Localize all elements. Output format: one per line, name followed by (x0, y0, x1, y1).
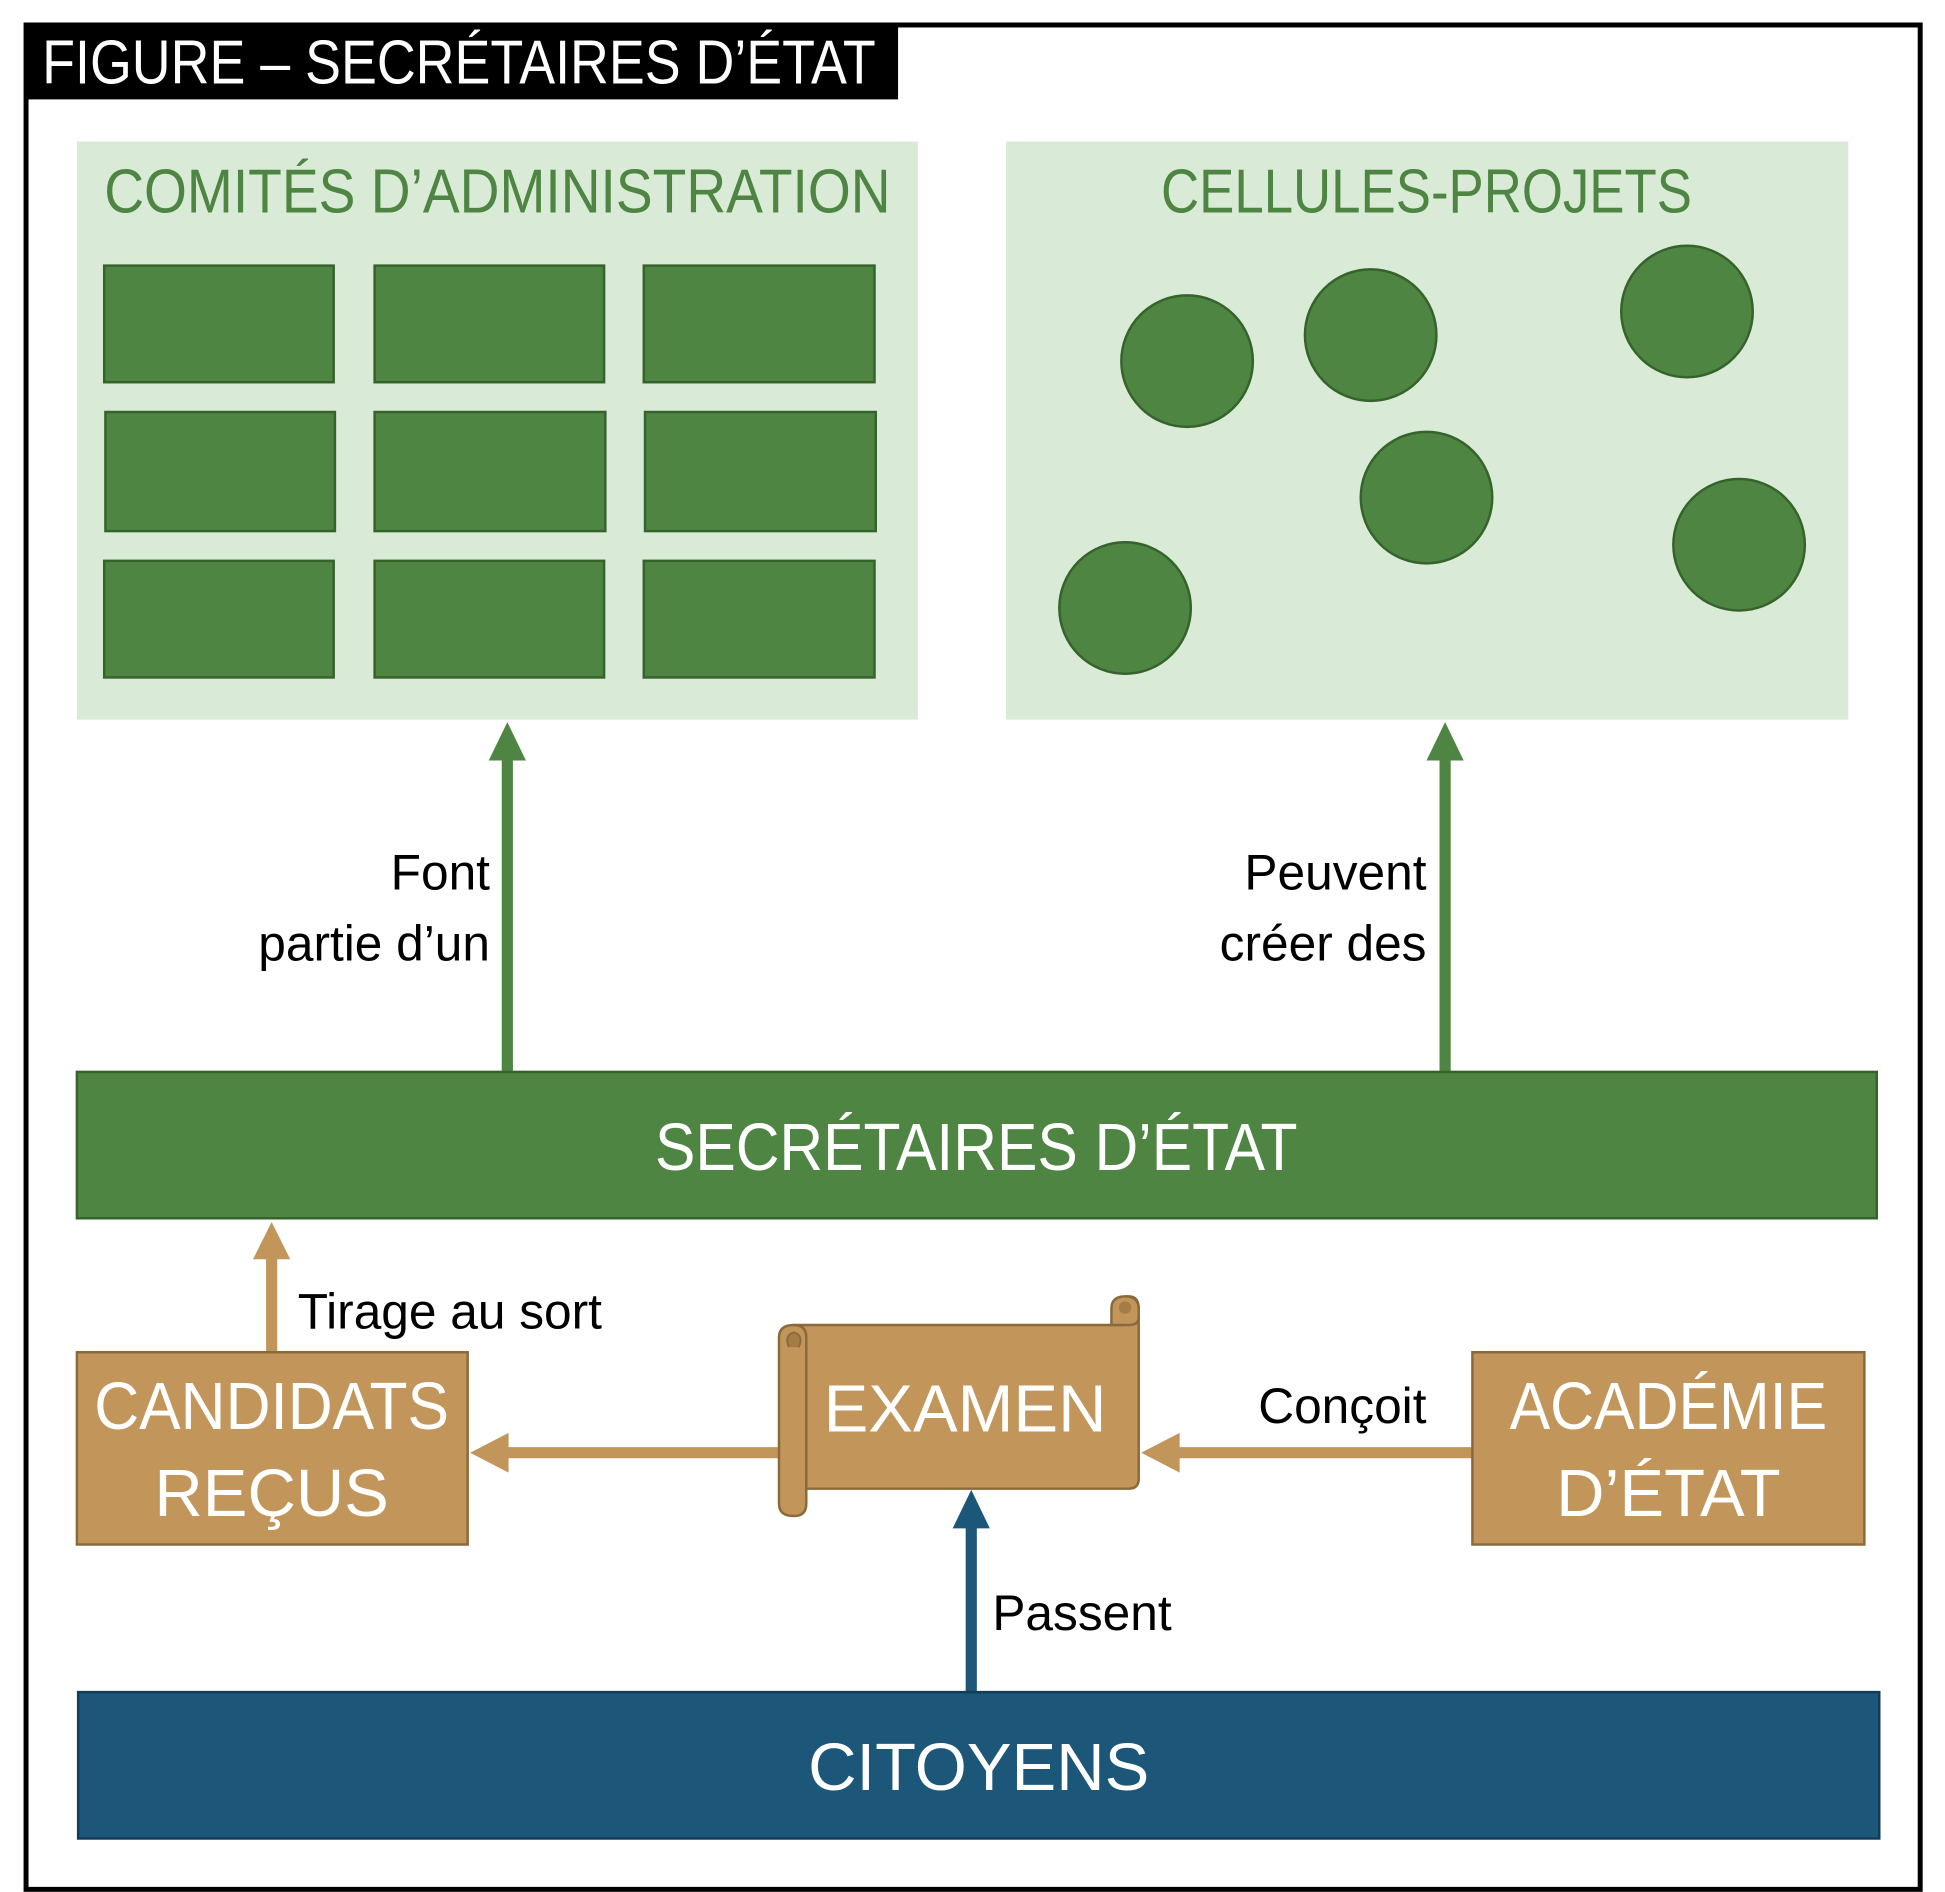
citoyens-label: CITOYENS (808, 1730, 1149, 1805)
cells-panel-title: CELLULES-PROJETS (1161, 157, 1692, 226)
committee-box (642, 559, 876, 679)
label-peuvent-creer-2: créer des (1220, 915, 1427, 971)
label-passent: Passent (992, 1585, 1171, 1641)
examen-node (777, 1295, 1140, 1518)
citoyens-node (76, 1690, 1881, 1840)
committees-panel-title: COMITÉS D’ADMINISTRATION (104, 157, 890, 226)
label-concoit: Conçoit (1258, 1378, 1426, 1434)
project-cell (1672, 477, 1807, 612)
committee-grid (102, 264, 877, 679)
project-cell (1303, 268, 1438, 403)
candidats-label-1: CANDIDATS (94, 1369, 449, 1444)
project-cell (1058, 540, 1193, 675)
academie-label-1: ACADÉMIE (1510, 1369, 1828, 1444)
secretaires-node (75, 1070, 1879, 1220)
arrow-passent (952, 1489, 990, 1693)
secretaires-label: SECRÉTAIRES D’ÉTAT (655, 1110, 1298, 1185)
figure-title: FIGURE – SECRÉTAIRES D’ÉTAT (42, 28, 876, 97)
project-cell (1620, 244, 1754, 379)
arrow-examen-to-candidats (470, 1432, 782, 1473)
committee-box (373, 410, 607, 533)
academie-label-2: D’ÉTAT (1556, 1456, 1780, 1531)
project-cell (1359, 430, 1494, 565)
label-tirage: Tirage au sort (298, 1284, 602, 1340)
arrow-academie-to-examen (1141, 1432, 1473, 1473)
committee-box (373, 559, 606, 679)
committee-box (643, 410, 877, 533)
arrow-to-committees (488, 722, 526, 1072)
committee-box (102, 559, 335, 679)
figure-title-box (24, 23, 899, 100)
project-cell (1120, 294, 1255, 429)
cells-group (1058, 244, 1807, 675)
committee-box (104, 410, 337, 533)
arrow-to-cells (1426, 722, 1464, 1072)
academie-node (1471, 1351, 1866, 1546)
committee-box (642, 264, 876, 384)
candidats-node (75, 1351, 469, 1546)
committee-box (373, 264, 606, 384)
label-font-partie-2: partie d’un (258, 915, 490, 971)
candidats-label-2: REÇUS (154, 1456, 388, 1531)
arrow-tirage (253, 1221, 291, 1353)
examen-label: EXAMEN (824, 1372, 1107, 1447)
label-peuvent-creer-1: Peuvent (1244, 845, 1426, 901)
label-font-partie-1: Font (391, 845, 490, 901)
committee-box (102, 264, 335, 384)
